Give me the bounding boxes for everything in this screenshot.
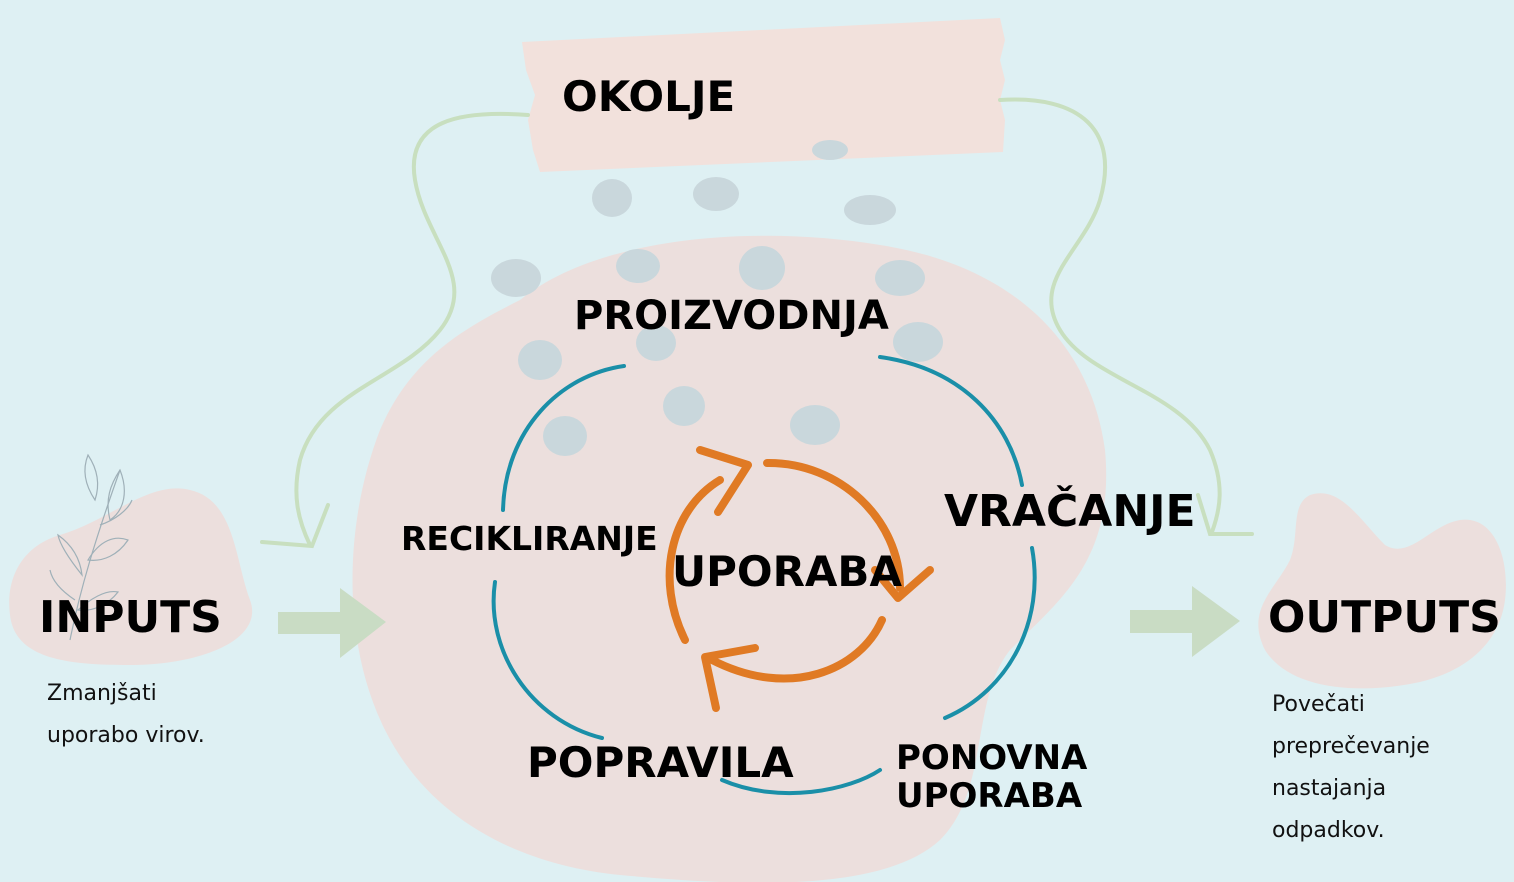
drop [693,177,739,211]
drop [518,340,562,380]
repairs-label: POPRAVILA [527,742,794,784]
use-label: UPORABA [672,551,902,593]
right-connector-arrowhead [1198,495,1252,534]
reuse-label-line2: UPORABA [896,779,1082,813]
drop [616,249,660,283]
inputs-note: Zmanjšati uporabo virov. [47,673,205,757]
recycling-label: RECIKLIRANJE [401,522,658,555]
outputs-arrow [1130,586,1240,657]
outputs-note: Povečati preprečevanje nastajanja odpadk… [1272,684,1430,852]
drop [543,416,587,456]
production-label: PROIZVODNJA [574,296,889,336]
drop [790,405,840,445]
drop [739,246,785,290]
drop [812,140,848,160]
drop [875,260,925,296]
environment-label: OKOLJE [562,76,735,118]
drop [592,179,632,217]
drop [844,195,896,225]
left-connector-arrowhead [262,505,328,546]
return-label: VRAČANJE [944,490,1196,534]
drop [893,322,943,362]
outputs-blob [1258,493,1506,688]
reuse-label-line1: PONOVNA [896,741,1087,775]
inputs-label: INPUTS [39,596,222,640]
drop [663,386,705,426]
drop [491,259,541,297]
outputs-label: OUTPUTS [1268,596,1501,640]
